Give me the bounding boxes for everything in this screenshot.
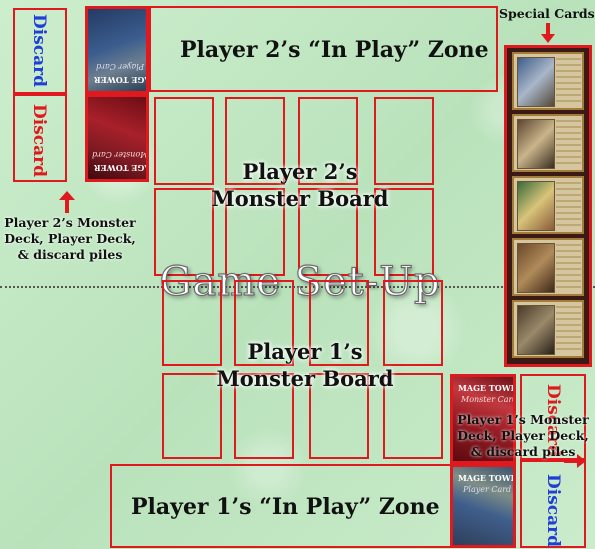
special-card-5 [512, 300, 584, 358]
p1-decks-caption: Player 1’s Monster Deck, Player Deck, & … [452, 412, 594, 460]
special-card-4 [512, 238, 584, 296]
p1-caption-line2: Deck, Player Deck, [452, 428, 594, 444]
p1-monster-board-label: Player 1’s Monster Board [195, 338, 415, 392]
special-card-1 [512, 52, 584, 110]
p2-player-deck-type: Player Card [96, 61, 144, 71]
p2-caption-line3: & discard piles [2, 247, 138, 263]
p2-monster-board-line1: Player 2’s [190, 158, 410, 185]
p1-caption-line1: Player 1’s Monster [452, 412, 594, 428]
p2-decks-caption: Player 2’s Monster Deck, Player Deck, & … [2, 215, 138, 263]
p2-discard-top-label: Discard [30, 14, 47, 87]
p2-caption-line1: Player 2’s Monster [2, 215, 138, 231]
p2-monster-board-line2: Monster Board [190, 185, 410, 212]
p2-monster-deck-type: Monster Card [92, 149, 148, 159]
p2-monster-board-label: Player 2’s Monster Board [190, 158, 410, 212]
p2-monster-deck-brand: MAGE TOWER [94, 163, 149, 173]
p1-discard-bottom-label: Discard [544, 474, 561, 547]
p1-player-deck-brand: MAGE TOWER [458, 473, 516, 483]
p1-monster-board-line1: Player 1’s [195, 338, 415, 365]
p2-player-deck-card: MAGE TOWER Player Card [85, 6, 149, 94]
p1-monster-deck-brand: MAGE TOWER [458, 383, 516, 393]
special-cards-down-arrow-icon [541, 23, 555, 43]
p1-player-deck-type: Player Card [463, 485, 511, 495]
special-card-3 [512, 176, 584, 234]
p1-right-arrow-icon [564, 454, 586, 468]
p2-discard-bottom-label: Discard [30, 104, 47, 177]
p1-monster-deck-type: Monster Card [461, 395, 516, 405]
special-card-2 [512, 114, 584, 172]
p2-up-arrow-icon [59, 191, 75, 213]
p2-in-play-zone-label: Player 2’s “In Play” Zone [180, 39, 489, 61]
p2-caption-line2: Deck, Player Deck, [2, 231, 138, 247]
p2-player-deck-brand: MAGE TOWER [94, 75, 149, 85]
p1-monster-board-line2: Monster Board [195, 365, 415, 392]
special-cards-stack [504, 45, 592, 367]
p2-monster-deck-card: MAGE TOWER Monster Card [85, 94, 149, 182]
p1-in-play-zone-label: Player 1’s “In Play” Zone [131, 496, 440, 518]
p1-player-deck-card: MAGE TOWER Player Card [450, 464, 516, 548]
special-cards-label: Special Cards [499, 8, 595, 21]
